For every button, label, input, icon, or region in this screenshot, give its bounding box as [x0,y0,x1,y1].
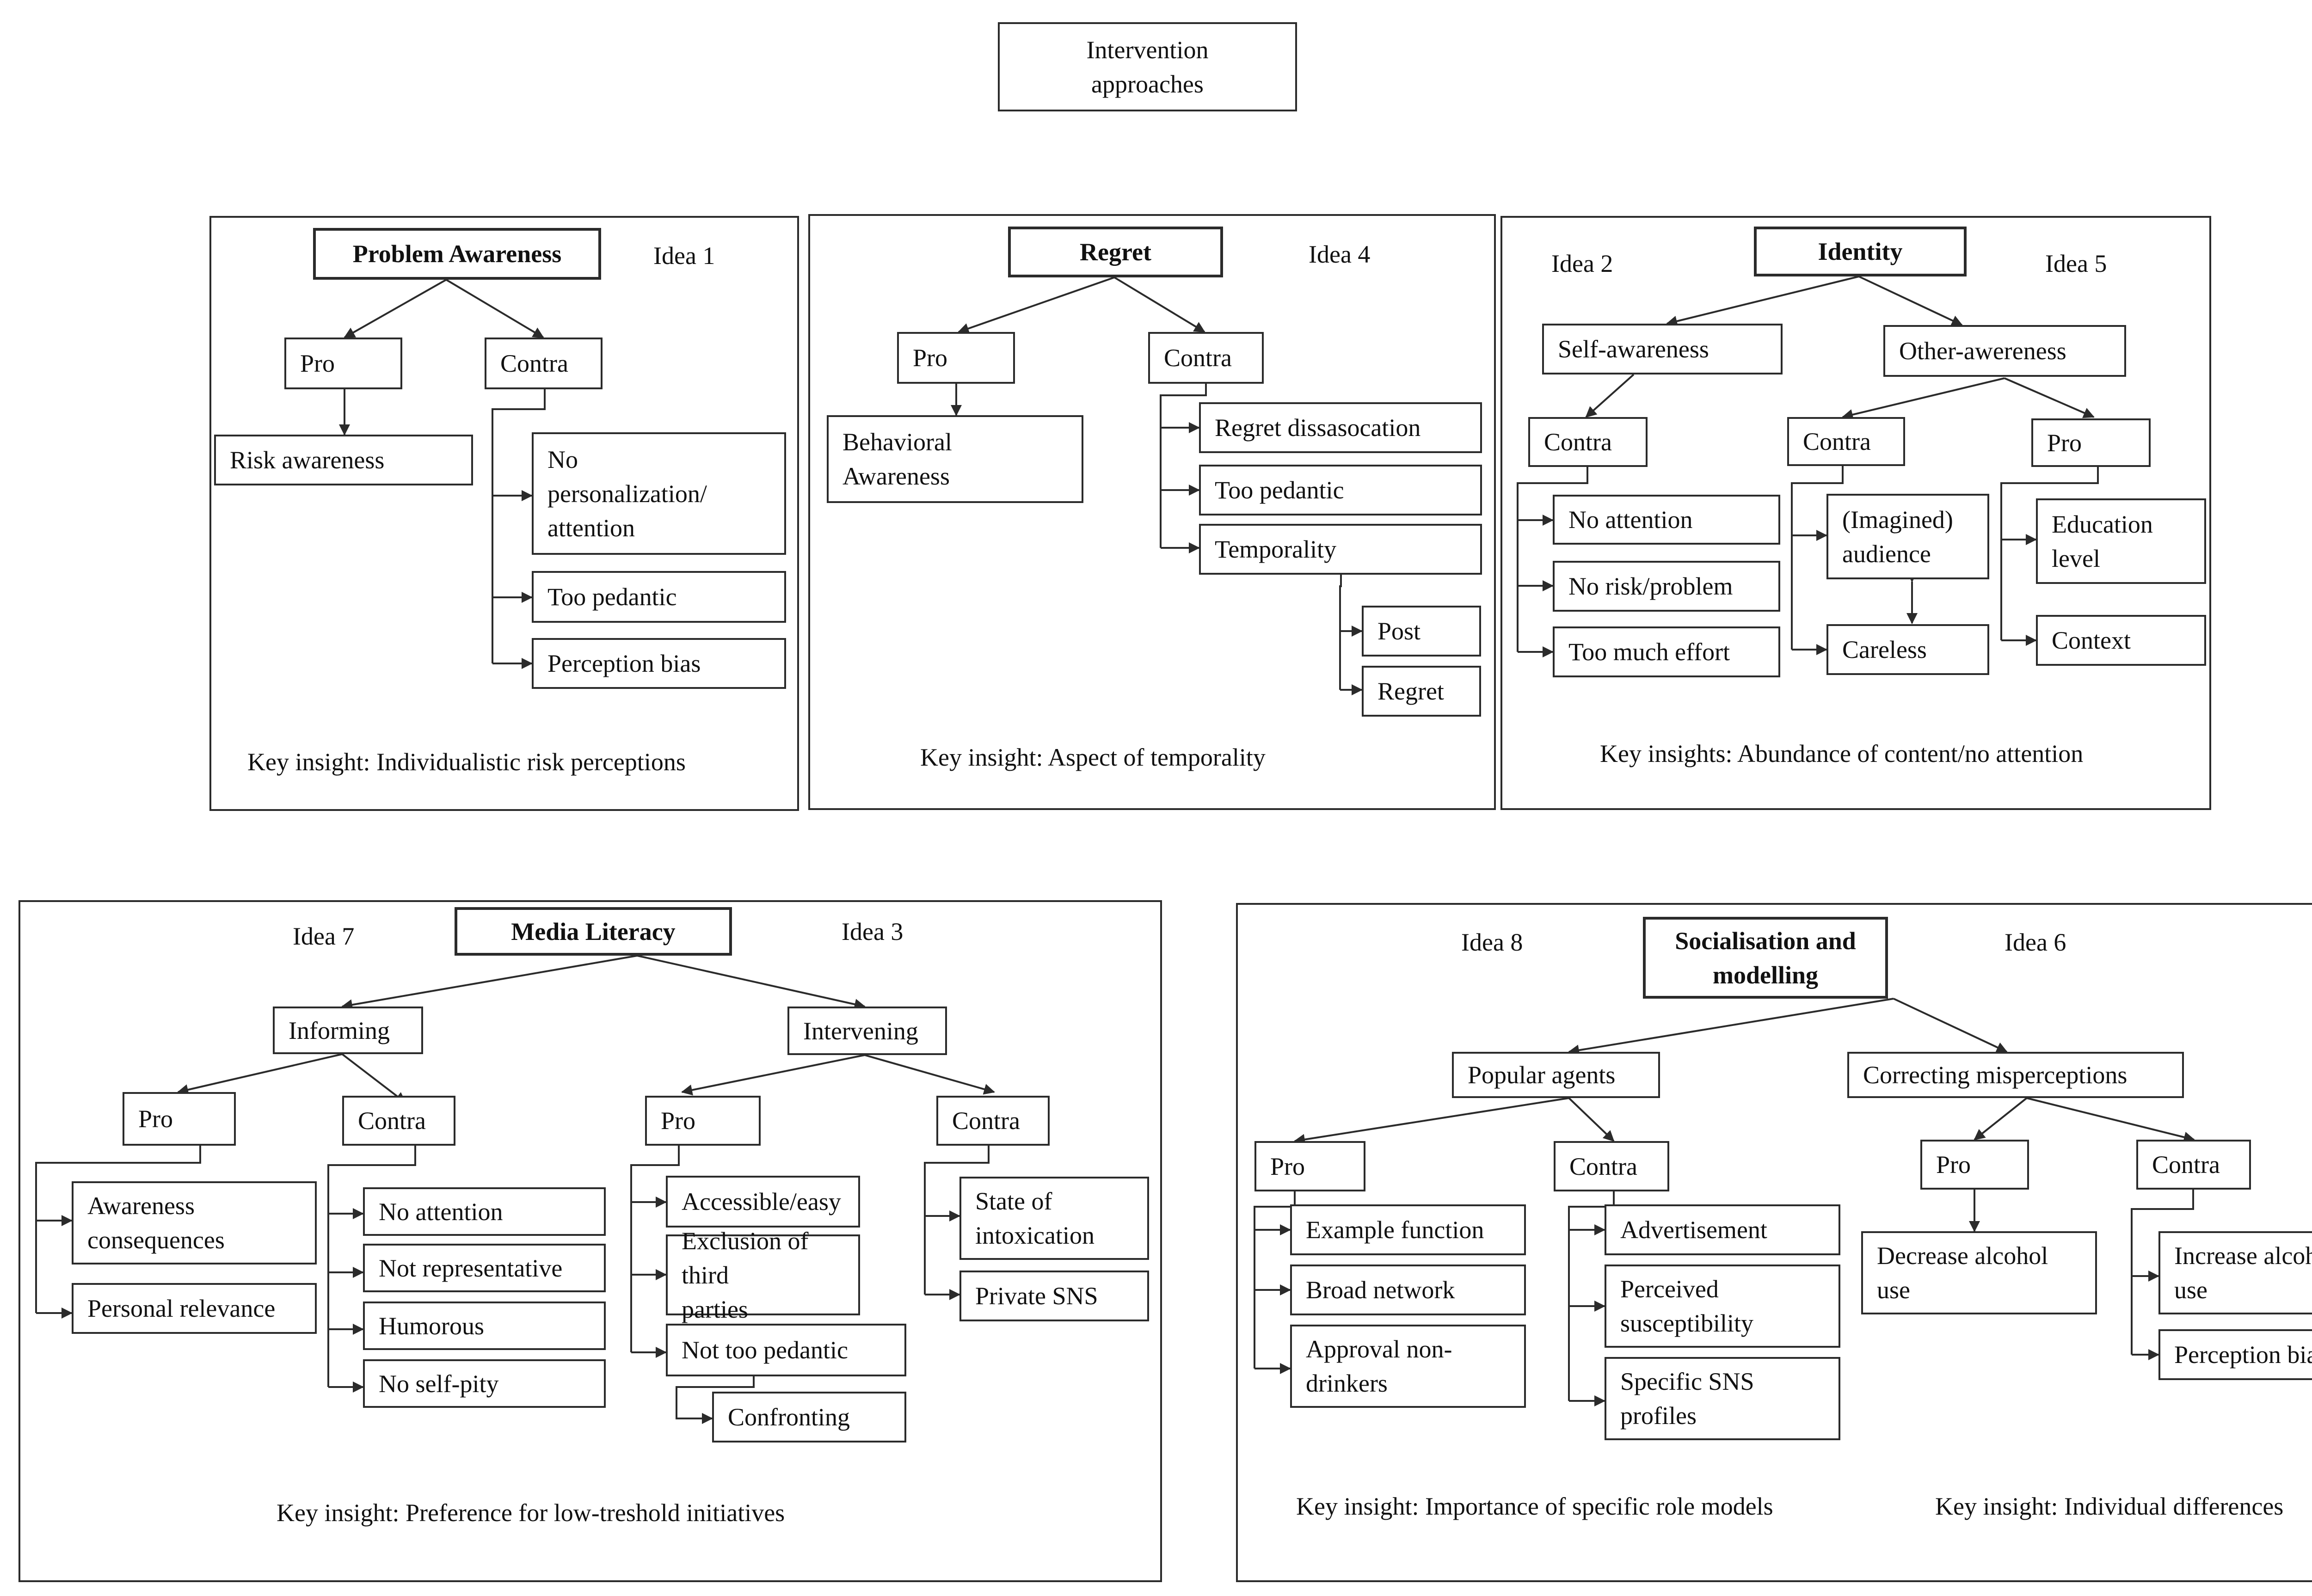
identity-other-contra-item: (Imagined) audience [1826,494,1989,579]
regret-pro: Pro [897,332,1015,384]
media-literacy-insight: Key insight: Preference for low-treshold… [277,1499,785,1527]
panel-socialisation [1236,903,2312,1582]
problem-awareness-contra: Contra [485,338,603,389]
root-node: Intervention approaches [998,22,1297,111]
identity-title: Identity [1754,227,1967,276]
correcting-contra-item: Perception bias [2158,1329,2312,1380]
correcting-contra-item: Increase alcohol use [2158,1231,2312,1314]
problem-awareness-pro: Pro [284,338,402,389]
identity-other-awareness: Other-awereness [1883,325,2126,377]
panel-regret [808,214,1496,810]
problem-awareness-contra-item: Perception bias [532,638,786,689]
intervening-pro-item: Exclusion of third parties [666,1227,860,1323]
popular-agents-pro-item: Approval non- drinkers [1290,1325,1526,1408]
intervening-pro-item: Not too pedantic [666,1324,906,1376]
informing-contra-item: No self-pity [363,1359,606,1408]
informing-pro: Pro [123,1092,236,1146]
problem-awareness-contra-item: Too pedantic [532,571,786,623]
regret-pro-item: Behavioral Awareness [827,415,1083,503]
identity-other-pro-item: Education level [2036,498,2206,584]
informing-pro-item: Personal relevance [72,1283,317,1334]
regret-contra-item: Regret dissasocation [1199,402,1482,453]
identity-insight: Key insights: Abundance of content/no at… [1600,740,2084,767]
problem-awareness-pro-item: Risk awareness [214,435,473,485]
regret-contra-item: Too pedantic [1199,465,1482,516]
correcting-pro: Pro [1920,1140,2029,1190]
identity-self-awareness: Self-awareness [1542,324,1783,374]
panel-media-literacy [18,900,1162,1582]
informing-contra: Contra [342,1096,455,1146]
idea-2-label: Idea 2 [1551,250,1613,277]
popular-agents-contra: Contra [1554,1141,1669,1191]
media-literacy-informing: Informing [273,1007,423,1054]
regret-contra-item: Temporality [1199,524,1482,575]
panel-identity [1500,216,2211,810]
popular-agents-contra-item: Advertisement [1605,1204,1840,1255]
informing-contra-item: Humorous [363,1301,606,1350]
idea-3-label: Idea 3 [842,918,904,945]
socialisation-insight-left: Key insight: Importance of specific role… [1296,1492,1773,1520]
idea-4-label: Idea 4 [1309,240,1371,268]
intervening-contra-item: Private SNS [959,1271,1149,1321]
popular-agents-pro-item: Broad network [1290,1265,1526,1315]
intervening-pro-subitem: Confronting [712,1392,906,1443]
media-literacy-title: Media Literacy [455,907,732,956]
idea-1-label: Idea 1 [653,242,715,270]
regret-title: Regret [1008,227,1223,277]
identity-self-contra-item: No risk/problem [1553,561,1780,612]
regret-temporality-item: Regret [1362,666,1481,717]
socialisation-insight-right: Key insight: Individual differences [1935,1492,2284,1520]
correcting-misperceptions: Correcting misperceptions [1847,1052,2184,1098]
identity-self-contra-item: Too much effort [1553,626,1780,677]
informing-contra-item: Not representative [363,1244,606,1292]
idea-8-label: Idea 8 [1461,928,1523,956]
regret-insight: Key insight: Aspect of temporality [920,743,1266,771]
popular-agents: Popular agents [1452,1052,1660,1098]
idea-5-label: Idea 5 [2045,250,2107,277]
problem-awareness-insight: Key insight: Individualistic risk percep… [247,748,686,776]
correcting-contra: Contra [2136,1140,2251,1190]
intervening-contra: Contra [936,1096,1050,1146]
identity-other-pro-item: Context [2036,615,2206,666]
identity-other-contra-item: Careless [1826,624,1989,675]
socialisation-title: Socialisation and modelling [1643,917,1888,999]
informing-pro-item: Awareness consequences [72,1181,317,1265]
identity-self-contra-item: No attention [1553,495,1780,545]
identity-other-contra: Contra [1787,417,1905,466]
informing-contra-item: No attention [363,1187,606,1236]
identity-other-pro: Pro [2031,418,2151,467]
idea-6-label: Idea 6 [2005,928,2066,956]
problem-awareness-contra-item: No personalization/ attention [532,432,786,555]
identity-self-contra: Contra [1528,417,1648,467]
popular-agents-pro-item: Example function [1290,1204,1526,1255]
popular-agents-contra-item: Perceived susceptibility [1605,1265,1840,1348]
intervening-contra-item: State of intoxication [959,1177,1149,1260]
popular-agents-pro: Pro [1254,1141,1365,1191]
regret-contra: Contra [1148,332,1264,384]
intervening-pro-item: Accessible/easy [666,1176,860,1228]
idea-7-label: Idea 7 [293,922,355,950]
popular-agents-contra-item: Specific SNS profiles [1605,1357,1840,1440]
panel-problem-awareness [209,216,799,811]
intervening-pro: Pro [645,1096,761,1146]
media-literacy-intervening: Intervening [787,1007,947,1055]
regret-temporality-item: Post [1362,606,1481,657]
correcting-pro-item: Decrease alcohol use [1861,1231,2097,1314]
problem-awareness-title: Problem Awareness [313,228,601,280]
